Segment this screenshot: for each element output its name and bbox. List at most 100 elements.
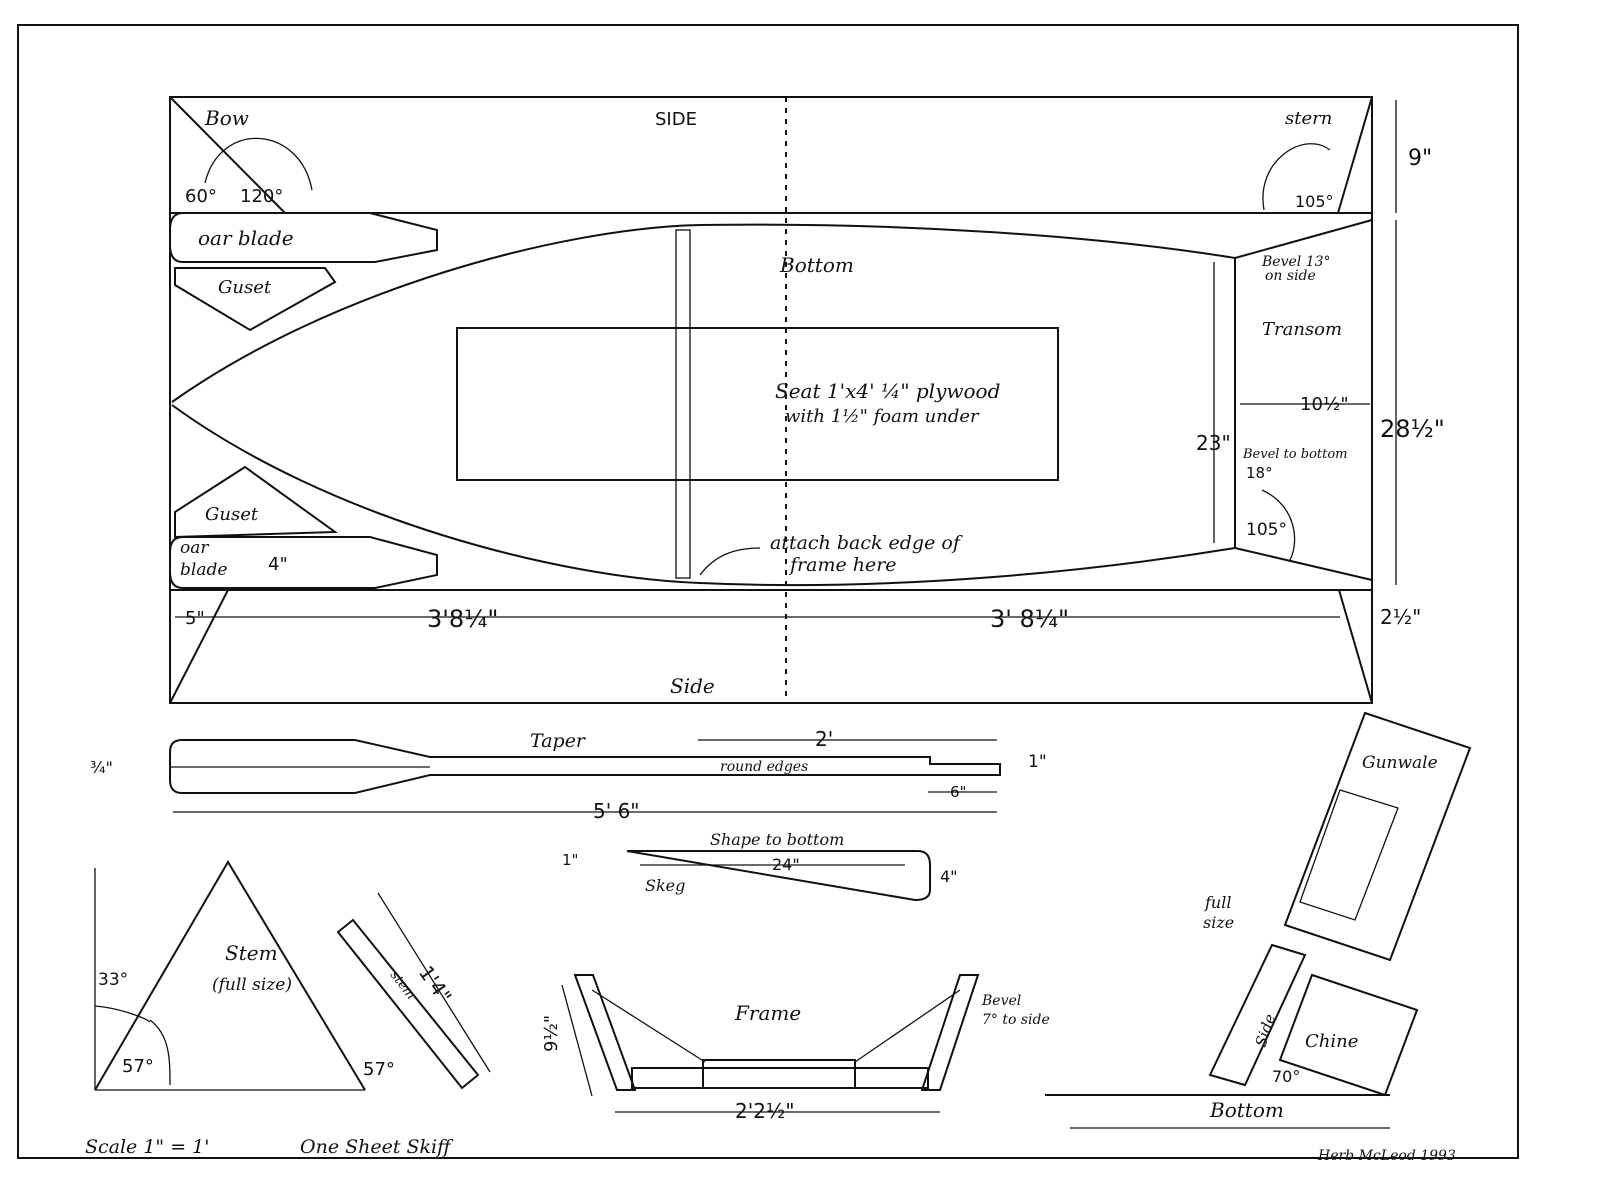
frame-left-post (573, 974, 637, 1091)
label-angle-57-a: 57° (122, 1056, 154, 1077)
label-stem-strip: stem (387, 968, 418, 1002)
arc-120-top (204, 137, 313, 191)
frame-attach-strip (675, 229, 691, 579)
dim-9-5-line (561, 984, 593, 1097)
sheet-border (17, 24, 1519, 1159)
stem-strip-shape (336, 918, 480, 1090)
label-dim-5: 5" (185, 608, 205, 629)
bottom-panel-top-curve (171, 223, 1236, 403)
attach-arrow (699, 547, 761, 576)
oar-blade-top-shape (169, 212, 438, 263)
arc-57-stem (149, 1019, 171, 1086)
label-side-top: SIDE (655, 109, 697, 130)
label-bottom-panel: Bottom (779, 253, 854, 277)
label-dim-9-5: 9½" (541, 1015, 562, 1052)
seat-rect (456, 327, 1059, 481)
label-seat-line2: with 1½" foam under (785, 406, 980, 427)
bow-cut-bottom (169, 589, 229, 704)
frame-right-post (920, 974, 980, 1091)
label-skeg: Skeg (645, 876, 685, 895)
label-oar-blade-top: oar blade (198, 226, 294, 250)
label-stern: stern (1285, 108, 1332, 129)
label-angle-18: 18° (1246, 464, 1273, 482)
label-dim-5-6: 5' 6" (593, 799, 640, 823)
label-gusset-bottom: Guset (205, 504, 259, 525)
dim-1-4-line (377, 892, 491, 1073)
label-bottom-section: Bottom (1209, 1098, 1284, 1122)
transom-bottom (1234, 547, 1373, 581)
gusset-bottom-shape (174, 465, 338, 539)
gunwale-inner (1299, 789, 1399, 921)
label-angle-105-transom: 105° (1246, 520, 1287, 540)
label-stem-full-2: (full size) (212, 975, 292, 995)
label-chine: Chine (1305, 1031, 1358, 1052)
label-attach-line1: attach back edge of (770, 532, 963, 554)
label-bow: Bow (204, 106, 249, 130)
label-bevel-bottom: Bevel to bottom (1242, 447, 1348, 462)
label-frame: Frame (734, 1001, 801, 1025)
label-full-size-2: size (1203, 913, 1234, 932)
label-taper: Taper (530, 730, 587, 752)
bottom-panel-bottom-curve (171, 404, 1236, 587)
frame-crosspiece (631, 1067, 929, 1089)
oar-blade-bottom-shape (169, 536, 438, 589)
label-attach-line2: frame here (788, 554, 897, 576)
gusset-top-shape (174, 267, 337, 332)
label-seat-line1: Seat 1'x4' ¼" plywood (775, 379, 1000, 403)
label-dim-10-5: 10½" (1300, 394, 1349, 415)
stern-cut-top (1337, 96, 1373, 214)
label-title: One Sheet Skiff (300, 1136, 454, 1158)
label-dim-2-5: 2½" (1380, 605, 1421, 629)
bow-cut-top (169, 96, 286, 214)
label-gunwale: Gunwale (1362, 753, 1438, 773)
label-shape-to-bottom: Shape to bottom (710, 830, 844, 849)
plywood-outline (169, 96, 1373, 704)
label-angle-60: 60° (185, 186, 217, 207)
label-angle-33: 33° (98, 970, 128, 990)
label-bevel-7-2: 7° to side (982, 1012, 1050, 1028)
frame-left-brace (591, 989, 706, 1063)
side-piece (1208, 943, 1307, 1087)
skeg-shape (626, 850, 931, 902)
label-full-size-1: full (1204, 893, 1231, 912)
transom-top (1234, 219, 1373, 259)
gunwale-piece (1283, 711, 1472, 962)
label-dim-24: 24" (772, 855, 800, 874)
frame-gusset-center (702, 1059, 856, 1089)
stem-triangle (94, 860, 366, 1091)
label-dim-3-8-right: 3' 8¼" (990, 605, 1069, 633)
oar-shape (169, 739, 1001, 794)
frame-right-brace (854, 989, 961, 1063)
label-scale: Scale 1" = 1' (85, 1136, 209, 1158)
label-dim-1-skeg: 1" (562, 851, 578, 869)
label-angle-120: 120° (240, 186, 283, 207)
label-dim-2-2-5: 2'2½" (735, 1099, 795, 1123)
label-dim-4-blade: 4" (268, 554, 288, 575)
label-side-section: Side (1252, 1012, 1280, 1050)
label-oar-blade-bottom-2: blade (180, 560, 227, 580)
label-dim-4-skeg: 4" (940, 867, 958, 886)
arc-33-stem (94, 1005, 151, 1023)
label-dim-1: 1" (1028, 752, 1047, 772)
label-round-edges: round edges (720, 759, 808, 775)
label-dim-3-8-left: 3'8¼" (427, 605, 498, 633)
label-transom: Transom (1262, 319, 1342, 340)
stern-cut-bottom (1338, 589, 1373, 704)
label-dim-2ft: 2' (815, 727, 833, 751)
label-angle-70: 70° (1272, 1067, 1300, 1086)
label-gusset-top: Guset (218, 277, 272, 298)
label-bevel-13: Bevel 13° (1261, 254, 1331, 270)
label-dim-1-4: 1'4" (414, 961, 457, 1008)
label-author: Herb McLeod 1993 (1317, 1148, 1456, 1164)
label-side-bottom: Side (670, 674, 715, 698)
label-angle-105-top: 105° (1295, 192, 1334, 211)
arc-105-top (1262, 143, 1331, 211)
label-dim-6: 6" (950, 783, 966, 801)
label-stem-full-1: Stem (225, 941, 278, 965)
label-bevel-7-1: Bevel (981, 993, 1021, 1009)
arc-105-transom (1261, 489, 1296, 561)
label-dim-3-4: ¾" (90, 758, 113, 777)
label-on-side: on side (1265, 268, 1316, 284)
